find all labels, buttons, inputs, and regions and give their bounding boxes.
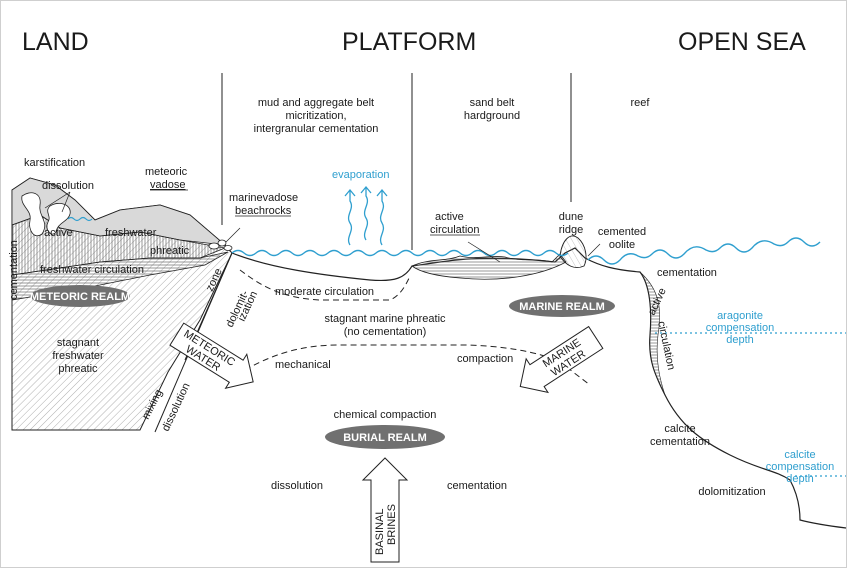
dissolution-bottom-label: dissolution — [271, 480, 323, 492]
reef-slope-body — [639, 271, 666, 396]
dune-ridge-line2: ridge — [559, 224, 583, 236]
stagnant-freshwater-line1: stagnant — [57, 337, 99, 349]
freshwater-circulation-label: freshwater circulation — [40, 264, 144, 276]
stagnant-freshwater-line3: phreatic — [58, 363, 98, 375]
heading-land: LAND — [22, 28, 89, 56]
basinal-brines-arrow: BASINAL BRINES — [361, 457, 409, 563]
calcite-compensation-line3: depth — [786, 473, 814, 485]
evaporation-arrows — [344, 185, 388, 246]
compaction-label: compaction — [457, 353, 513, 365]
marine-water-arrow: MARINE WATER — [519, 325, 604, 394]
meteoric-realm-label: METEORIC REALM — [30, 291, 130, 303]
phreatic-label: phreatic — [150, 245, 190, 257]
sand-belt-ridge — [411, 253, 567, 280]
meteoric-water-arrow: METEORIC WATER — [169, 322, 254, 389]
cementation-vertical-label: cementation — [8, 240, 20, 300]
calcite-compensation-line1: calcite — [784, 449, 815, 461]
meteoric-realm-oval — [30, 285, 130, 307]
calcite-cementation-line1: calcite — [664, 423, 695, 435]
aragonite-line1: aragonite — [717, 310, 763, 322]
leader-karst-2 — [61, 191, 71, 213]
aragonite-line3: depth — [726, 334, 754, 346]
stagnant-freshwater-line2: freshwater — [52, 350, 104, 362]
leader-active-circulation — [467, 241, 501, 263]
dissolution-diag-label: dissolution — [160, 381, 193, 433]
moderate-circulation-label: moderate circulation — [275, 286, 374, 298]
marine-realm-label: MARINE REALM — [519, 301, 605, 313]
sand-belt-line2: hardground — [464, 110, 520, 122]
aragonite-line2: compensation — [706, 322, 775, 334]
stagnant-marine-line2: (no cementation) — [344, 326, 427, 338]
marinevadose-line2: beachrocks — [235, 205, 292, 217]
meteoric-vadose-line2: vadose — [150, 179, 185, 191]
calcite-compensation-line2: compensation — [766, 461, 835, 473]
basinal-brines-line2: BRINES — [386, 504, 398, 545]
dolomitization-bottom-label: dolomitization — [698, 486, 765, 498]
circulation-slope-label: circulation — [655, 320, 677, 371]
active-circulation-line1: active — [435, 211, 464, 223]
leader-beachrocks — [225, 227, 241, 243]
karstification-label: karstification — [24, 157, 85, 169]
stagnant-marine-line — [244, 344, 591, 386]
basinal-brines-line1: BASINAL — [374, 509, 386, 555]
cemented-oolite-line1: cemented — [598, 226, 646, 238]
mud-belt-line2: micritization, — [285, 110, 346, 122]
land-block — [11, 177, 233, 431]
heading-platform: PLATFORM — [342, 28, 476, 56]
cementation-right-label: cementation — [657, 267, 717, 279]
stagnant-marine-line1: stagnant marine phreatic — [324, 313, 446, 325]
dissolution-top-label: dissolution — [42, 180, 94, 192]
sea-surface-wave — [231, 249, 569, 257]
cemented-oolite-line2: oolite — [609, 239, 635, 251]
mechanical-label: mechanical — [275, 359, 331, 371]
active-circulation-line2: circulation — [430, 224, 480, 236]
mud-belt-line3: intergranular cementation — [254, 123, 379, 135]
marinevadose-line1: marinevadose — [229, 192, 298, 204]
calcite-cementation-line2: cementation — [650, 436, 710, 448]
meteoric-vadose-line1: meteoric — [145, 166, 188, 178]
chemical-compaction-label: chemical compaction — [334, 409, 437, 421]
heading-open-sea: OPEN SEA — [678, 28, 806, 56]
burial-realm-label: BURIAL REALM — [343, 432, 427, 444]
sand-belt-line1: sand belt — [470, 97, 515, 109]
marine-realm-oval — [509, 295, 615, 317]
mud-belt-line1: mud and aggregate belt — [258, 97, 374, 109]
sea-surface-wave-open — [587, 237, 821, 265]
moderate-circulation-line — [239, 269, 411, 301]
burial-realm-oval — [325, 425, 445, 449]
freshwater-label: freshwater — [105, 227, 157, 239]
leader-karst-1 — [44, 191, 71, 209]
active-label: active — [44, 227, 73, 239]
reef-label: reef — [631, 97, 651, 109]
cementation-bottom-label: cementation — [447, 480, 507, 492]
leader-oolite — [587, 243, 601, 257]
dune-ridge-shape — [559, 235, 587, 268]
dune-ridge-line1: dune — [559, 211, 583, 223]
evaporation-label: evaporation — [332, 169, 390, 181]
